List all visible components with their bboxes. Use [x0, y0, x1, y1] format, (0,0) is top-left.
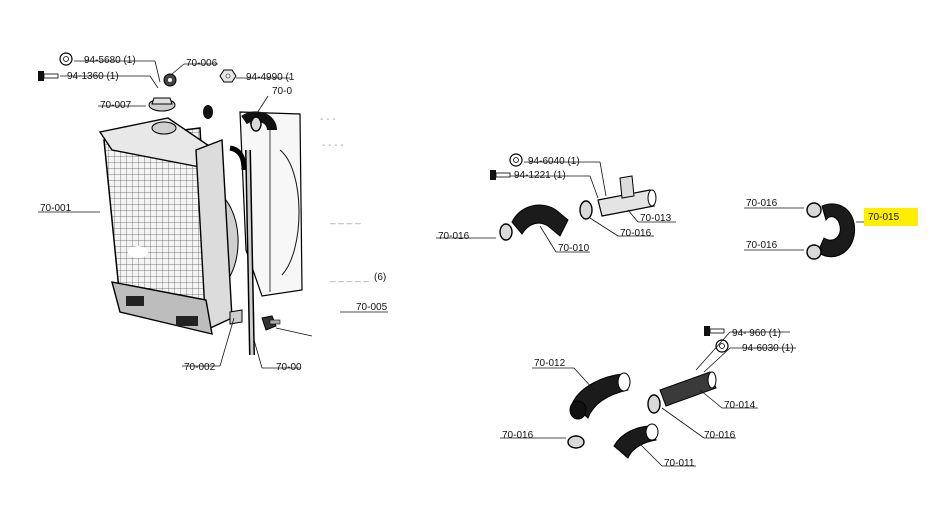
bottom-labels: 94- 960 (1) 94-6030 (1) 70-012 70-014 70…	[502, 328, 794, 469]
label-70-005: 70-005	[356, 302, 388, 313]
washer-94-6040-hole	[513, 157, 519, 163]
clamp-70-016-f	[647, 394, 661, 414]
side-pipe	[229, 145, 247, 171]
pipe-70-013-branch	[619, 175, 635, 199]
right-labels: 70-016 70-016 70-015	[746, 198, 918, 251]
faint-ghost-marks: - - - - - - - _ _ _ _ _ _ _ _ _	[320, 114, 369, 283]
clamp-70-016-b	[579, 200, 593, 220]
bolt-94-1360-head	[38, 71, 44, 81]
label-70-0-top: 70-0	[272, 86, 292, 97]
label-70-016-c: 70-016	[746, 198, 778, 209]
label-70-016-d: 70-016	[746, 240, 778, 251]
hose-70-015	[817, 203, 856, 258]
nut-94-4990-hole	[225, 73, 231, 79]
label-70-016-f: 70-016	[704, 430, 736, 441]
label-94-1360: 94-1360 (1)	[67, 71, 119, 82]
label-6: (6)	[374, 272, 386, 283]
upper-radiator-hose	[241, 111, 277, 131]
drain-cock	[261, 315, 277, 331]
radiator-cap-top	[151, 97, 173, 105]
label-70-002: 70-002	[184, 362, 216, 373]
highlight-70-015	[864, 208, 918, 226]
left-labels: 94-5680 (1) 94-1360 (1) 70-006 94-4990 (…	[40, 55, 388, 373]
filler-neck	[151, 121, 177, 135]
bolt-94-1360-shank	[43, 73, 59, 79]
label-94-6040: 94-6040 (1)	[528, 156, 580, 167]
label-94-6030: 94-6030 (1)	[742, 343, 794, 354]
label-94-4990: 94-4990 (1	[246, 72, 295, 83]
label-94-1221: 94-1221 (1)	[514, 170, 566, 181]
pipe-70-014-end	[707, 371, 717, 389]
label-70-006: 70-006	[186, 58, 218, 69]
fan-shroud-ring	[279, 149, 300, 276]
label-70-010: 70-010	[558, 243, 590, 254]
left-leader-lines	[38, 60, 388, 369]
label-70-016-b: 70-016	[620, 228, 652, 239]
svg-text:- - -: - - -	[320, 114, 336, 125]
label-70-001: 70-001	[40, 203, 72, 214]
label-70-015[interactable]: 70-015	[868, 212, 900, 223]
radiator-foot-right	[176, 316, 198, 326]
label-70-014: 70-014	[724, 400, 756, 411]
washer-94-6030-hole	[719, 343, 725, 349]
clamp-70-016-a	[499, 223, 513, 241]
clamp-70-016-d	[806, 244, 822, 260]
middle-hose-group	[490, 153, 657, 241]
clamp-70-016-e	[567, 435, 585, 449]
right-hose-group	[806, 202, 856, 260]
bottom-hose-group	[567, 326, 729, 459]
radiator-assembly	[38, 52, 303, 356]
bottom-leader-lines	[500, 331, 796, 467]
drain-cock-stem	[269, 319, 281, 325]
hose-70-012-end	[569, 400, 587, 420]
washer-94-5680-hole	[63, 56, 69, 62]
core-highlight	[128, 246, 148, 258]
hose-70-011	[613, 425, 657, 459]
svg-text:- - - -: - - - -	[322, 140, 344, 151]
clamp-70-016-c	[806, 202, 822, 218]
svg-text:_ _ _ _ _: _ _ _ _ _	[329, 272, 369, 283]
radiator-foot-left	[126, 296, 144, 306]
pipe-70-013-end	[647, 189, 657, 207]
bolt-94-960-head	[704, 326, 710, 336]
hose-70-012-end2	[617, 372, 631, 392]
drain-plug	[229, 309, 243, 325]
label-70-00-bottom: 70-00	[276, 362, 302, 373]
middle-labels: 94-6040 (1) 94-1221 (1) 70-013 70-016 70…	[438, 156, 672, 254]
label-70-012: 70-012	[534, 358, 566, 369]
overflow-pipe-core	[246, 149, 254, 356]
small-washer	[203, 105, 213, 119]
label-70-007: 70-007	[100, 100, 132, 111]
label-94-960: 94- 960 (1)	[732, 328, 781, 339]
bolt-94-960-shank	[709, 328, 725, 334]
label-94-5680: 94-5680 (1)	[84, 55, 136, 66]
label-70-011: 70-011	[664, 458, 695, 469]
svg-text:_ _ _ _: _ _ _ _	[329, 214, 361, 225]
washer-70-006-hole	[168, 78, 172, 82]
bolt-94-1221-shank	[495, 172, 511, 178]
label-70-013: 70-013	[640, 213, 672, 224]
bolt-94-1221-head	[490, 170, 496, 180]
middle-leader-lines	[436, 161, 676, 253]
pipe-70-014	[659, 371, 717, 407]
label-70-016-a: 70-016	[438, 231, 470, 242]
hose-70-010	[511, 204, 569, 237]
hose-70-011-end	[645, 423, 659, 441]
label-70-016-e: 70-016	[502, 430, 534, 441]
upper-hose-clamp	[250, 116, 262, 132]
